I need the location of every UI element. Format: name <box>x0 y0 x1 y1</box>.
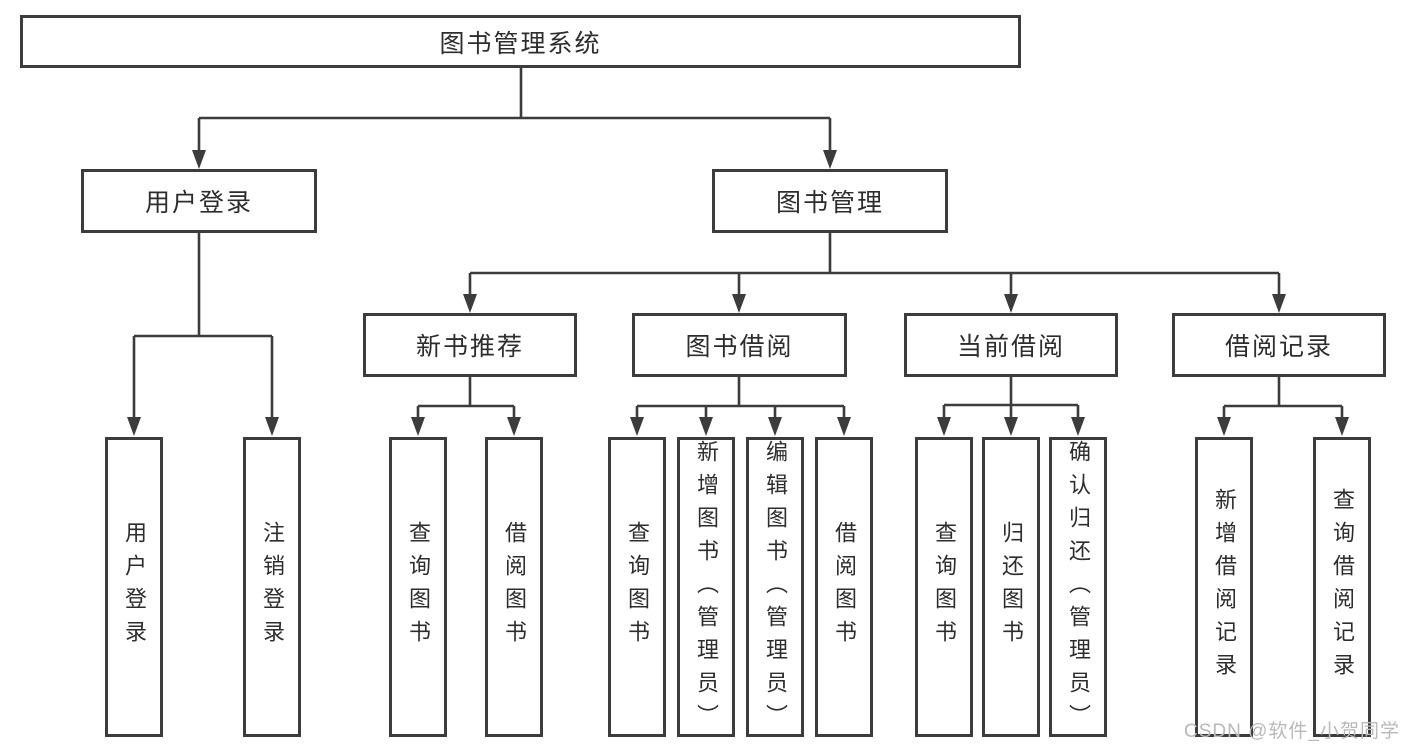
leaf-logout-label: 注销登录 <box>260 521 285 653</box>
node-new-book-recommend-label: 新书推荐 <box>415 333 524 361</box>
leaf-current-return-books-label: 归还图书 <box>999 521 1024 653</box>
leaf-current-confirm-return-admin-label: 确认归还（管理员） <box>1066 440 1091 737</box>
leaf-borrow-add-books-admin: 新增图书（管理员） <box>677 437 735 737</box>
leaf-records-query-record: 查询借阅记录 <box>1313 437 1371 737</box>
leaf-recommend-query-books: 查询图书 <box>389 437 447 737</box>
leaf-recommend-borrow-books: 借阅图书 <box>485 437 543 737</box>
node-book-management-label: 图书管理 <box>775 189 884 217</box>
node-user-login-label: 用户登录 <box>144 189 253 217</box>
leaf-borrow-edit-books-admin-label: 编辑图书（管理员） <box>763 440 788 737</box>
node-current-borrow: 当前借阅 <box>904 313 1118 377</box>
leaf-recommend-borrow-books-label: 借阅图书 <box>502 521 527 653</box>
node-book-management: 图书管理 <box>712 169 948 233</box>
node-book-borrow: 图书借阅 <box>632 313 847 377</box>
node-root-system: 图书管理系统 <box>20 15 1021 68</box>
node-book-borrow-label: 图书借阅 <box>685 333 794 361</box>
leaf-recommend-query-books-label: 查询图书 <box>406 521 431 653</box>
leaf-login-label: 用户登录 <box>122 521 147 653</box>
leaf-current-confirm-return-admin: 确认归还（管理员） <box>1049 437 1107 737</box>
leaf-borrow-query-books: 查询图书 <box>608 437 666 737</box>
node-borrow-records-label: 借阅记录 <box>1224 333 1333 361</box>
leaf-logout: 注销登录 <box>243 437 301 737</box>
leaf-login: 用户登录 <box>105 437 163 737</box>
leaf-current-query-books: 查询图书 <box>915 437 973 737</box>
leaf-current-return-books: 归还图书 <box>982 437 1040 737</box>
leaf-borrow-edit-books-admin: 编辑图书（管理员） <box>746 437 804 737</box>
node-user-login: 用户登录 <box>81 169 317 233</box>
node-borrow-records: 借阅记录 <box>1172 313 1386 377</box>
leaf-current-query-books-label: 查询图书 <box>932 521 957 653</box>
leaf-records-add-record: 新增借阅记录 <box>1195 437 1253 737</box>
csdn-watermark: CSDN @软件_小贺同学 <box>1184 721 1400 742</box>
node-root-label: 图书管理系统 <box>439 29 602 58</box>
leaf-records-query-record-label: 查询借阅记录 <box>1330 488 1355 686</box>
leaf-borrow-borrow-books: 借阅图书 <box>815 437 873 737</box>
node-new-book-recommend: 新书推荐 <box>363 313 577 377</box>
leaf-borrow-borrow-books-label: 借阅图书 <box>832 521 857 653</box>
leaf-borrow-add-books-admin-label: 新增图书（管理员） <box>694 440 719 737</box>
leaf-records-add-record-label: 新增借阅记录 <box>1212 488 1237 686</box>
leaf-borrow-query-books-label: 查询图书 <box>625 521 650 653</box>
node-current-borrow-label: 当前借阅 <box>956 333 1065 361</box>
